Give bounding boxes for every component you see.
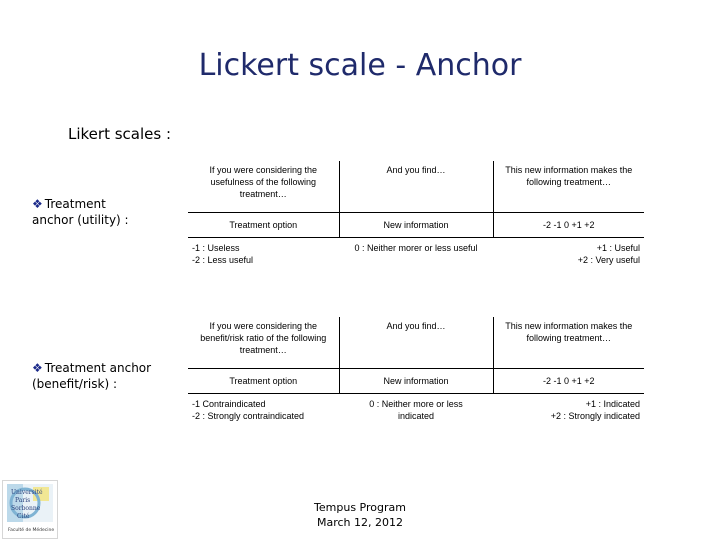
legend-neutral: 0 : Neither morer or less useful (339, 238, 493, 276)
scale-values: -2 -1 0 +1 +2 (493, 368, 644, 394)
footer: Tempus Program March 12, 2012 (300, 500, 420, 530)
bullet-utility-line1: Treatment (44, 197, 106, 211)
table-cell: New information (339, 212, 494, 238)
legend-item: 0 : Neither more or less (369, 399, 463, 409)
slide-title: Lickert scale - Anchor (198, 48, 522, 83)
table-row: Treatment option New information -2 -1 0… (188, 368, 644, 394)
bullet-utility-line2: anchor (utility) : (32, 213, 129, 227)
table-row: -1 Contraindicated -2 : Strongly contrai… (188, 394, 644, 432)
legend-item: 0 : Neither morer or less useful (354, 243, 478, 253)
diamond-bullet-icon: ❖ (32, 361, 43, 375)
bullet-benefit: ❖Treatment anchor (benefit/risk) : (32, 360, 151, 392)
section-subtitle: Likert scales : (68, 125, 172, 143)
table-row: If you were considering the benefit/risk… (188, 317, 644, 369)
university-logo-icon: Université Paris Sorbonne Cité Faculté d… (7, 484, 54, 533)
logo-caption: Faculté de Médecine (8, 526, 54, 533)
legend-item: +2 : Very useful (577, 255, 640, 265)
utility-scale-table: If you were considering the usefulness o… (188, 161, 644, 275)
legend-item: -1 : Useless (192, 243, 240, 253)
university-logo: Université Paris Sorbonne Cité Faculté d… (2, 480, 58, 539)
legend-item: indicated (397, 411, 435, 421)
benefit-risk-scale-table: If you were considering the benefit/risk… (188, 317, 644, 431)
bullet-utility: ❖Treatment anchor (utility) : (32, 196, 129, 228)
logo-line: Université (11, 489, 43, 496)
bullet-benefit-line2: (benefit/risk) : (32, 377, 117, 391)
diamond-bullet-icon: ❖ (32, 197, 43, 211)
header-cell: And you find… (339, 161, 494, 213)
legend-item: -2 : Strongly contraindicated (192, 411, 305, 421)
legend-item: +1 : Indicated (585, 399, 640, 409)
legend-neutral: 0 : Neither more or less indicated (339, 394, 493, 432)
table-row: If you were considering the usefulness o… (188, 161, 644, 213)
bullet-benefit-line1: Treatment anchor (44, 361, 152, 375)
footer-program: Tempus Program (314, 501, 406, 514)
legend-item: +1 : Useful (596, 243, 640, 253)
legend-item: -1 Contraindicated (192, 399, 266, 409)
table-row: -1 : Useless -2 : Less useful 0 : Neithe… (188, 238, 644, 276)
legend-item: +2 : Strongly indicated (550, 411, 640, 421)
legend-negative: -1 : Useless -2 : Less useful (188, 238, 339, 276)
legend-item: -2 : Less useful (192, 255, 254, 265)
header-cell: If you were considering the benefit/risk… (188, 317, 340, 369)
logo-line: Paris (15, 497, 30, 504)
header-cell: This new information makes the following… (493, 317, 644, 369)
legend-negative: -1 Contraindicated -2 : Strongly contrai… (188, 394, 339, 432)
table-cell: Treatment option (188, 212, 340, 238)
header-cell: This new information makes the following… (493, 161, 644, 213)
logo-line: Sorbonne (11, 505, 41, 512)
logo-line: Cité (17, 513, 30, 520)
header-cell: If you were considering the usefulness o… (188, 161, 340, 213)
table-row: Treatment option New information -2 -1 0… (188, 212, 644, 238)
legend-positive: +1 : Indicated +2 : Strongly indicated (493, 394, 644, 432)
table-cell: New information (339, 368, 494, 394)
scale-values: -2 -1 0 +1 +2 (493, 212, 644, 238)
footer-date: March 12, 2012 (316, 516, 403, 529)
header-cell: And you find… (339, 317, 494, 369)
legend-positive: +1 : Useful +2 : Very useful (493, 238, 644, 276)
table-cell: Treatment option (188, 368, 340, 394)
